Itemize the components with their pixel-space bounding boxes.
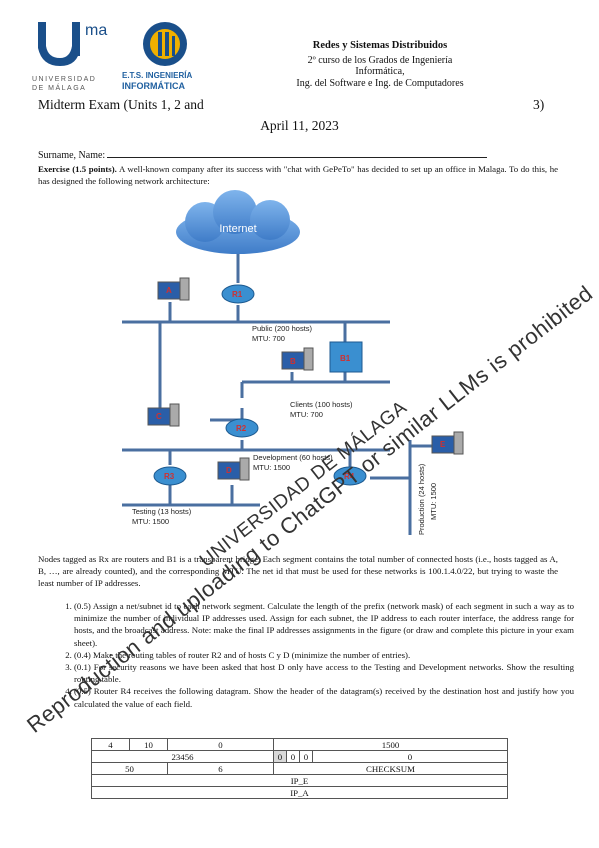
node-label-r1: R1 xyxy=(232,290,243,299)
table-cell: 1500 xyxy=(273,738,508,751)
surname-field[interactable]: Surname, Name: xyxy=(38,148,488,161)
network-description: Nodes tagged as Rx are routers and B1 is… xyxy=(38,554,558,589)
host-b-icon xyxy=(281,347,314,371)
ets-logo-line1: E.T.S. INGENIERÍA xyxy=(122,71,193,80)
node-label-a: A xyxy=(166,286,172,295)
host-e-icon xyxy=(431,431,464,455)
task-item: (0.5) Router R4 receives the following d… xyxy=(74,685,574,709)
table-cell: CHECKSUM xyxy=(273,762,508,775)
table-cell: IP_A xyxy=(91,786,508,799)
testing-segment-mtu: MTU: 1500 xyxy=(132,517,169,526)
public-segment-name: Public (200 hosts) xyxy=(252,324,313,333)
clients-segment-name: Clients (100 hosts) xyxy=(290,400,353,409)
ets-logo-line2: INFORMÁTICA xyxy=(122,81,185,91)
datagram-header-table: 4 10 0 1500 23456 0 0 0 0 50 6 CHECKSUM … xyxy=(91,738,508,799)
node-label-e: E xyxy=(440,440,446,449)
table-row: IP_E xyxy=(91,774,508,787)
table-cell: 0 xyxy=(167,738,274,751)
network-links xyxy=(122,254,432,535)
table-row: 4 10 0 1500 xyxy=(91,738,508,751)
uma-logo: ma UNIVERSIDAD DE MÁLAGA xyxy=(30,18,114,96)
router-r1-icon xyxy=(221,284,255,304)
table-cell: 0 xyxy=(286,750,300,763)
uma-logo-line2: DE MÁLAGA xyxy=(32,85,87,92)
bridge-b1-icon xyxy=(329,341,363,373)
course-header: Redes y Sistemas Distribuidos 2º curso d… xyxy=(270,40,490,89)
router-r3-icon xyxy=(153,466,187,486)
surname-line[interactable] xyxy=(107,148,488,158)
exam-title-end: 3) xyxy=(533,97,545,112)
table-cell: 4 xyxy=(91,738,130,751)
node-label-c: C xyxy=(156,412,162,421)
node-label-r4: R4 xyxy=(344,472,355,481)
testing-segment-name: Testing (13 hosts) xyxy=(132,507,192,516)
course-line1: 2º curso de los Grados de Ingeniería xyxy=(307,54,453,66)
production-segment-mtu: MTU: 1500 xyxy=(429,483,438,520)
task-item: (0.4) Make the routing tables of router … xyxy=(74,649,574,661)
table-cell: 0 xyxy=(312,750,508,763)
table-cell: 10 xyxy=(129,738,168,751)
course-line3: Ing. del Software e Ing. de Computadores xyxy=(296,77,464,89)
exercise-intro: Exercise (1.5 points). A well-known comp… xyxy=(38,163,558,187)
table-cell: IP_E xyxy=(91,774,508,787)
task-item: (0.1) For security reasons we have been … xyxy=(74,661,574,685)
table-cell: 50 xyxy=(91,762,168,775)
cloud-label: Internet xyxy=(219,223,256,235)
clients-segment-mtu: MTU: 700 xyxy=(290,410,323,419)
production-segment-name: Production (24 hosts) xyxy=(417,463,426,535)
table-cell: 0 xyxy=(299,750,313,763)
exam-title: Midterm Exam (Units 1, 2 and 3) xyxy=(38,97,558,113)
exercise-label: Exercise (1.5 points). xyxy=(38,164,117,174)
table-row: IP_A xyxy=(91,786,508,799)
node-label-r3: R3 xyxy=(164,472,175,481)
table-row: 23456 0 0 0 0 xyxy=(91,750,508,763)
ets-logo: E.T.S. INGENIERÍA INFORMÁTICA xyxy=(118,20,213,96)
uma-logo-line1: UNIVERSIDAD xyxy=(32,76,97,83)
host-c-icon xyxy=(147,403,180,427)
uma-logo-mark: ma xyxy=(85,22,108,39)
task-list: (0.5) Assign a net/subnet id to each net… xyxy=(60,600,574,710)
exam-date: April 11, 2023 xyxy=(260,118,339,133)
table-row: 50 6 CHECKSUM xyxy=(91,762,508,775)
node-label-d: D xyxy=(226,466,232,475)
node-label-b1: B1 xyxy=(340,354,351,363)
node-label-b: B xyxy=(290,357,296,366)
host-d-icon xyxy=(217,457,250,481)
network-diagram: Internet xyxy=(122,190,464,535)
node-label-r2: R2 xyxy=(236,424,247,433)
host-a-icon xyxy=(157,277,190,301)
task-item: (0.5) Assign a net/subnet id to each net… xyxy=(74,600,574,649)
table-cell: 6 xyxy=(167,762,274,775)
router-r4-icon xyxy=(333,466,367,486)
development-segment-name: Development (60 hosts) xyxy=(253,453,333,462)
public-segment-mtu: MTU: 700 xyxy=(252,334,285,343)
table-cell: 23456 xyxy=(91,750,274,763)
table-cell: 0 xyxy=(273,750,287,763)
development-segment-mtu: MTU: 1500 xyxy=(253,463,290,472)
surname-label: Surname, Name: xyxy=(38,150,106,161)
exam-title-start: Midterm Exam (Units 1, 2 and xyxy=(38,97,204,112)
exercise-text: A well-known company after its success w… xyxy=(38,164,558,187)
course-title: Redes y Sistemas Distribuidos xyxy=(312,40,448,51)
router-r2-icon xyxy=(225,418,259,438)
course-line2: Informática, xyxy=(355,66,405,77)
internet-cloud: Internet xyxy=(176,190,300,254)
